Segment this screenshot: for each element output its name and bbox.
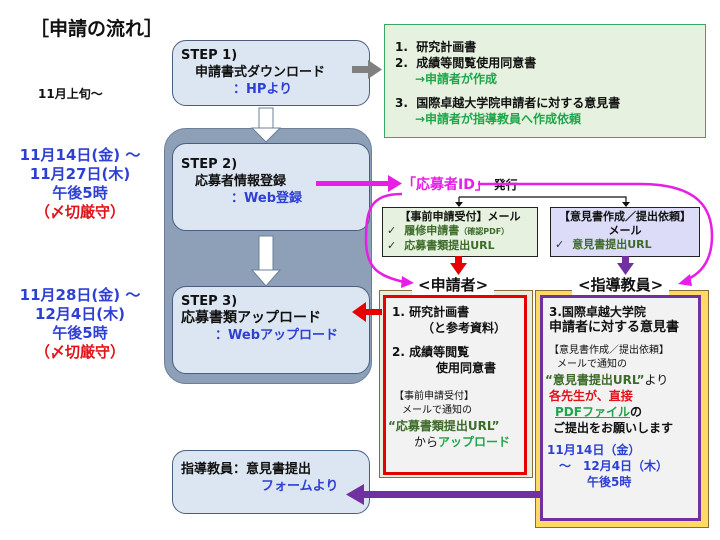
doc-num: 2.	[395, 56, 408, 70]
advisor-pdf-line: PDFファイルの	[543, 404, 698, 420]
from-text: から	[414, 435, 439, 449]
applicant-mail-box: 【事前申請受付】メール ✓ 履修申請書（確認PDF） ✓ 応募書類提出URL	[382, 207, 538, 257]
advisor-url-label: “意見書提出URL”	[545, 373, 645, 387]
applicant-panel: 1. 研究計画書 （と参考資料） 2. 成績等閲覧 使用同意書 【事前申請受付】…	[383, 295, 527, 475]
applicant-mail-note: メールで通知の	[402, 405, 472, 416]
doc-num: 1.	[392, 305, 405, 319]
doc-text: 研究計画書	[409, 305, 470, 319]
mail-item-text: 意見書提出URL	[572, 238, 652, 251]
applicant-id: 「応募者ID」	[402, 177, 489, 193]
applicant-mail-label: 【事前申請受付】	[394, 391, 474, 402]
step2-box: STEP 2) 応募者情報登録 ：Web登録	[172, 143, 370, 231]
advisor-url-line: “意見書提出URL”より	[543, 372, 698, 388]
applicant-doc2: 2. 成績等閲覧	[392, 344, 524, 360]
advisor-mail-label: 【意見書作成／提出依頼】	[549, 345, 669, 356]
advisor-form-title: 指導教員：意見書提出	[181, 462, 312, 477]
applicant-mail-item: ✓ 応募書類提出URL	[383, 239, 537, 253]
pdf-suffix: の	[629, 405, 642, 419]
applicant-doc2-sub: 使用同意書	[436, 361, 497, 375]
step2-start: 11月14日(金) ～	[19, 146, 141, 164]
advisor-mail-note: メールで通知の	[557, 359, 627, 370]
doc-text: 研究計画書	[416, 40, 477, 54]
step2-end: 11月27日(木)	[29, 165, 131, 183]
step2-deadline: （〆切厳守）	[34, 203, 125, 221]
applicant-doc1-sub: （と参考資料）	[422, 321, 507, 335]
page-title: ［申請の流れ］	[30, 18, 164, 40]
documents-box: 1. 研究計画書 2. 成績等閲覧使用同意書 →申請者が作成 3. 国際卓越大学…	[384, 24, 706, 138]
doc-item-1: 1. 研究計画書	[395, 39, 705, 55]
arrow-step1-to-step2	[250, 107, 282, 143]
arrow-step2-to-step3	[250, 235, 282, 287]
advisor-doc3-sub: 申請者に対する意見書	[549, 320, 680, 335]
applicant-upload-line: からアップロード	[386, 434, 524, 450]
step1-name: 申請書式ダウンロード	[195, 65, 326, 80]
step2-period: 11月14日(金) ～ 11月27日(木) 午後5時 （〆切厳守）	[5, 146, 155, 222]
doc-num: 3.	[395, 96, 408, 110]
applicant-url-label: “応募書類提出URL”	[388, 419, 500, 433]
arrow-mail-to-applicant	[450, 256, 467, 275]
advisor-request: ご提出をお願いします	[553, 421, 674, 435]
url-suffix: より	[644, 373, 669, 387]
step3-deadline: （〆切厳守）	[34, 343, 125, 361]
step3-via: ：Webアップロード	[215, 328, 338, 343]
arrow-id-to-advisor	[478, 182, 714, 282]
advisor-panel: 3.国際卓越大学院 申請者に対する意見書 【意見書作成／提出依頼】 メールで通知…	[540, 295, 701, 521]
arrow-step2-to-id	[316, 175, 402, 192]
step3-end: 12月4日(木)	[34, 305, 126, 323]
step3-box: STEP 3) 応募書類アップロード ：Webアップロード	[172, 286, 370, 374]
pdf-file-text: PDFファイル	[555, 405, 630, 419]
step3-time: 午後5時	[52, 324, 108, 342]
advisor-form-box: 指導教員：意見書提出 フォームより	[172, 450, 370, 514]
mail-item-note: （確認PDF）	[459, 227, 510, 236]
note-applicant: →申請者が作成	[415, 72, 498, 86]
arrow-id-to-mails	[458, 196, 627, 203]
applicant-mail-item: ✓ 履修申請書（確認PDF）	[383, 224, 537, 239]
arrow-id-to-applicant	[364, 192, 405, 284]
step2-heading: STEP 2)	[181, 157, 238, 172]
step1-period: 11月上旬～	[38, 87, 103, 101]
advisor-period-end: ～ 12月4日（木）	[559, 459, 669, 473]
arrow-mail-to-advisor	[617, 256, 634, 275]
step2-name: 応募者情報登録	[195, 174, 287, 189]
advisor-mail-title: 【意見書作成／提出依頼】	[559, 210, 691, 223]
note-advisor: →申請者が指導教員へ作成依頼	[415, 112, 582, 126]
doc-text: 成績等閲覧	[409, 345, 470, 359]
step1-heading: STEP 1)	[181, 48, 238, 63]
step3-name: 応募書類アップロード	[181, 310, 321, 326]
arrow-step1-to-documents	[352, 60, 382, 79]
doc-text: 国際卓越大学院申請者に対する意見書	[416, 96, 621, 110]
advisor-header: <指導教員>	[572, 274, 670, 295]
doc-item-2: 2. 成績等閲覧使用同意書	[395, 55, 705, 71]
advisor-period-time: 午後5時	[587, 475, 632, 489]
advisor-doc3: 3.国際卓越大学院	[549, 305, 646, 319]
advisor-period-start: 11月14日（金）	[547, 443, 641, 457]
step3-period: 11月28日(金) ～ 12月4日(木) 午後5時 （〆切厳守）	[5, 286, 155, 362]
upload-text: アップロード	[438, 435, 511, 449]
advisor-direct: 各先生が、直接	[549, 389, 633, 403]
doc-text: 成績等閲覧使用同意書	[416, 56, 537, 70]
advisor-mail-title2: メール	[608, 224, 642, 237]
step3-start: 11月28日(金) ～	[19, 286, 141, 304]
check-icon: ✓	[387, 224, 397, 237]
doc-num: 1.	[395, 40, 408, 54]
doc-item-3: 3. 国際卓越大学院申請者に対する意見書	[395, 95, 705, 111]
advisor-mail-item: ✓ 意見書提出URL	[551, 238, 699, 252]
applicant-mail-title: 【事前申請受付】メール	[399, 210, 521, 223]
applicant-doc1: 1. 研究計画書	[392, 304, 524, 320]
doc-num: 2.	[392, 345, 405, 359]
step3-heading: STEP 3)	[181, 294, 238, 309]
step1-via: ：HPより	[233, 82, 293, 97]
step2-time: 午後5時	[52, 184, 108, 202]
arrow-advisor-to-form	[346, 484, 540, 505]
advisor-form-via: フォームより	[261, 479, 339, 494]
mail-item-text: 履修申請書	[404, 224, 460, 237]
check-icon: ✓	[555, 238, 565, 251]
mail-item-text: 応募書類提出URL	[404, 239, 495, 252]
applicant-header: <申請者>	[412, 274, 495, 295]
step2-via: ：Web登録	[231, 191, 302, 206]
arrow-applicant-to-step3	[352, 302, 382, 322]
check-icon: ✓	[387, 239, 397, 252]
